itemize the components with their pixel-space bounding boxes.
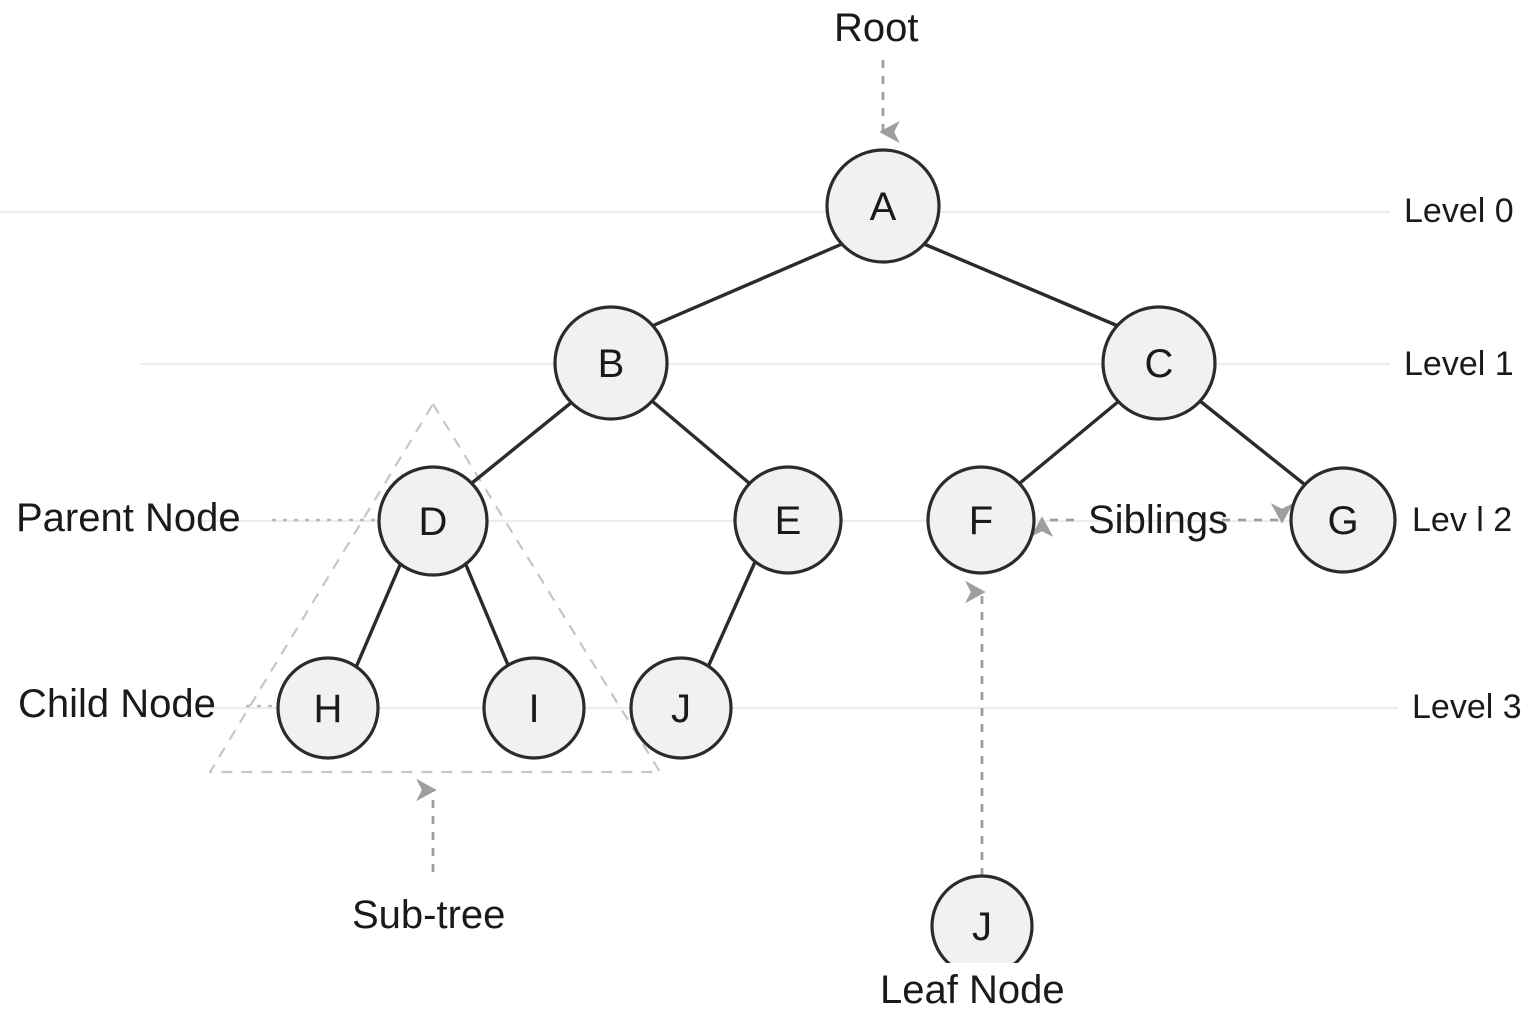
node-a[interactable]: A	[825, 148, 941, 264]
node-j[interactable]: J	[629, 656, 733, 760]
node-f-label: F	[969, 499, 993, 543]
node-c-label: C	[1145, 342, 1174, 386]
node-i-circle[interactable]	[482, 656, 586, 760]
level-guide-lines	[0, 210, 1398, 710]
node-j-leaf-label: J	[972, 905, 992, 949]
node-g-label: G	[1327, 499, 1358, 543]
tree-nodes: A B C D E F G	[276, 148, 1397, 978]
edge-b-e	[650, 399, 751, 485]
node-i-label: I	[528, 687, 539, 731]
node-h-label: H	[314, 687, 343, 731]
node-d-circle[interactable]	[377, 465, 489, 577]
node-j-circle[interactable]	[629, 656, 733, 760]
leaf-node-annotation-label: Leaf Node	[880, 968, 1065, 1012]
node-f[interactable]: F	[926, 465, 1036, 575]
annotation-lines	[246, 60, 1294, 876]
node-a-label: A	[870, 185, 897, 229]
node-j-label: J	[671, 687, 691, 731]
node-c[interactable]: C	[1101, 305, 1217, 421]
sub-tree-annotation-label: Sub-tree	[352, 893, 506, 937]
node-j-leaf-callout[interactable]: J	[930, 874, 1034, 978]
level-label-3: Level 3	[1412, 688, 1522, 726]
siblings-annotation-label: Siblings	[1088, 498, 1229, 542]
node-b-circle[interactable]	[553, 305, 669, 421]
node-c-circle[interactable]	[1101, 305, 1217, 421]
edge-e-j	[706, 560, 757, 669]
edge-d-i	[464, 563, 510, 667]
child-node-annotation-label: Child Node	[18, 682, 216, 726]
node-b[interactable]: B	[553, 305, 669, 421]
node-h-circle[interactable]	[276, 656, 380, 760]
node-g-circle[interactable]	[1289, 466, 1397, 574]
node-a-circle[interactable]	[825, 148, 941, 264]
edge-a-c	[922, 242, 1120, 328]
node-f-circle[interactable]	[926, 465, 1036, 575]
node-h[interactable]: H	[276, 656, 380, 760]
level-label-2: Lev l 2	[1412, 501, 1513, 539]
root-annotation-label: Root	[834, 6, 919, 50]
tree-edges	[355, 242, 1306, 669]
node-i[interactable]: I	[482, 656, 586, 760]
node-b-label: B	[598, 342, 625, 386]
node-e-label: E	[775, 499, 802, 543]
node-e[interactable]: E	[733, 465, 843, 575]
node-e-circle[interactable]	[733, 465, 843, 575]
node-g[interactable]: G	[1289, 466, 1397, 574]
level-label-1: Level 1	[1404, 345, 1514, 383]
node-d[interactable]: D	[377, 465, 489, 577]
parent-node-annotation-label: Parent Node	[16, 496, 241, 540]
leaf-node-label-backdrop	[870, 963, 1120, 1024]
edge-d-h	[355, 563, 402, 667]
level-label-0: Level 0	[1404, 192, 1514, 230]
edge-b-d	[470, 400, 574, 485]
node-d-label: D	[419, 500, 448, 544]
edge-c-g	[1198, 399, 1306, 486]
edge-a-b	[650, 242, 844, 328]
edge-c-f	[1018, 399, 1121, 485]
